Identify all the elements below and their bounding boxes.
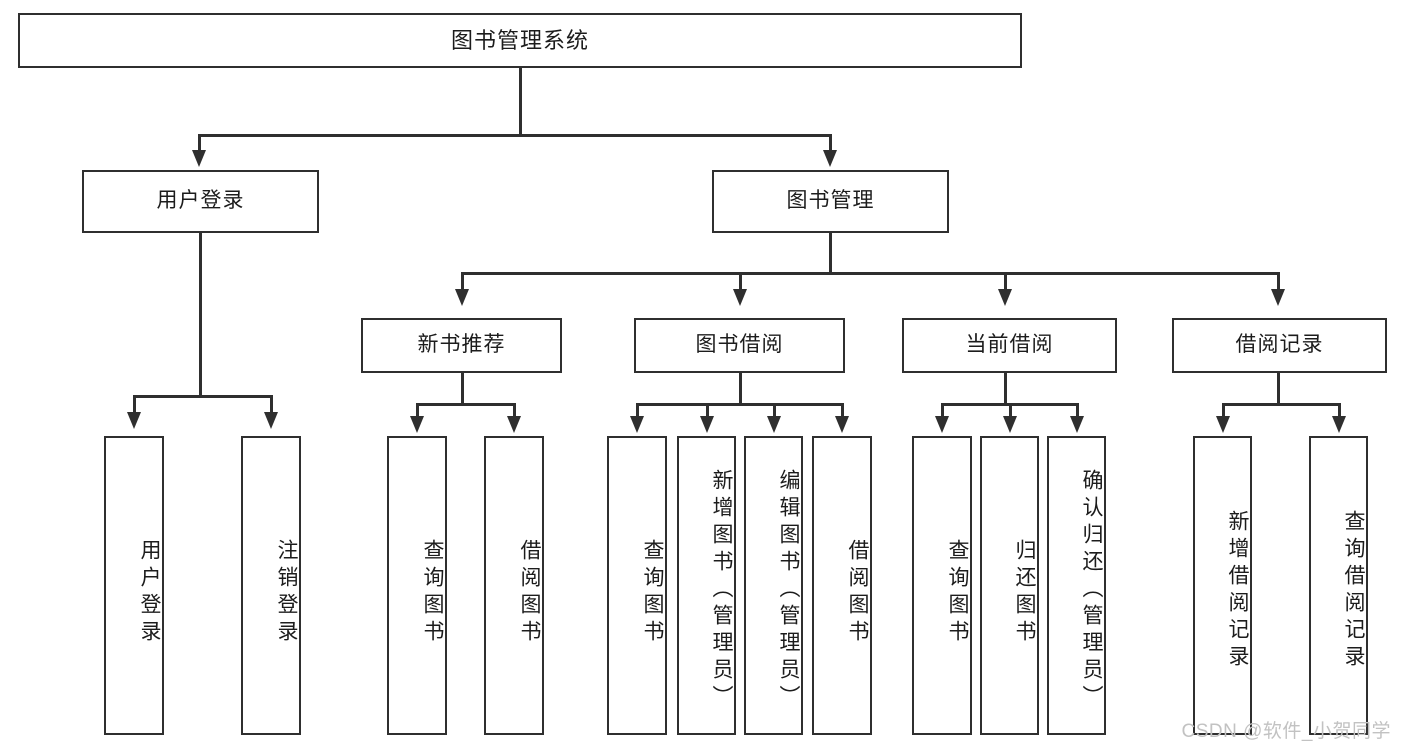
arrow-down-icon-borrow-record bbox=[1271, 289, 1285, 306]
connector-drop-leaf-confirm-return bbox=[1076, 403, 1079, 417]
connector-new-book-recommend-stem bbox=[461, 373, 464, 405]
node-new-book-recommend[interactable]: 新书推荐 bbox=[361, 318, 562, 373]
node-leaf-user-logout[interactable]: 注销登录 bbox=[241, 436, 301, 735]
node-leaf-borrow-book-2[interactable]: 借阅图书 bbox=[812, 436, 872, 735]
arrow-down-icon-leaf-add-record bbox=[1216, 416, 1230, 433]
node-book-borrow[interactable]: 图书借阅 bbox=[634, 318, 845, 373]
connector-drop-book-borrow bbox=[739, 272, 742, 290]
node-leaf-add-book[interactable]: 新增图书（管理员） bbox=[677, 436, 736, 735]
arrow-down-icon-leaf-add-book bbox=[700, 416, 714, 433]
arrow-down-icon-leaf-user-logout bbox=[264, 412, 278, 429]
connector-root-stem bbox=[519, 68, 522, 136]
connector-drop-user-login bbox=[198, 134, 201, 152]
connector-book-manage-bus bbox=[461, 272, 1280, 275]
node-leaf-edit-book[interactable]: 编辑图书（管理员） bbox=[744, 436, 803, 735]
arrow-down-icon-leaf-query-book-1 bbox=[410, 416, 424, 433]
arrow-down-icon-new-book-recommend bbox=[455, 289, 469, 306]
connector-user-login-bus bbox=[133, 395, 272, 398]
arrow-down-icon-current-borrow bbox=[998, 289, 1012, 306]
connector-book-manage-stem bbox=[829, 233, 832, 274]
connector-drop-leaf-borrow-book-2 bbox=[841, 403, 844, 417]
arrow-down-icon-user-login bbox=[192, 150, 206, 167]
node-leaf-query-book-2[interactable]: 查询图书 bbox=[607, 436, 667, 735]
connector-borrow-record-stem bbox=[1277, 373, 1280, 405]
connector-drop-leaf-user-logout bbox=[270, 395, 273, 413]
arrow-down-icon-leaf-borrow-book-2 bbox=[835, 416, 849, 433]
arrow-down-icon-leaf-borrow-book-1 bbox=[507, 416, 521, 433]
arrow-down-icon-book-borrow bbox=[733, 289, 747, 306]
connector-drop-leaf-return-book bbox=[1009, 403, 1012, 417]
connector-drop-new-book-recommend bbox=[461, 272, 464, 290]
node-leaf-add-record[interactable]: 新增借阅记录 bbox=[1193, 436, 1252, 735]
node-leaf-confirm-return[interactable]: 确认归还（管理员） bbox=[1047, 436, 1106, 735]
connector-drop-leaf-query-book-3 bbox=[941, 403, 944, 417]
arrow-down-icon-leaf-query-record bbox=[1332, 416, 1346, 433]
node-leaf-borrow-book-1[interactable]: 借阅图书 bbox=[484, 436, 544, 735]
node-borrow-record[interactable]: 借阅记录 bbox=[1172, 318, 1387, 373]
connector-drop-borrow-record bbox=[1277, 272, 1280, 290]
arrow-down-icon-leaf-query-book-2 bbox=[630, 416, 644, 433]
connector-drop-current-borrow bbox=[1004, 272, 1007, 290]
connector-current-borrow-stem bbox=[1004, 373, 1007, 405]
arrow-down-icon-leaf-edit-book bbox=[767, 416, 781, 433]
node-root-system[interactable]: 图书管理系统 bbox=[18, 13, 1022, 68]
connector-book-borrow-bus bbox=[636, 403, 843, 406]
node-current-borrow[interactable]: 当前借阅 bbox=[902, 318, 1117, 373]
connector-drop-leaf-add-book bbox=[706, 403, 709, 417]
connector-new-book-recommend-bus bbox=[416, 403, 515, 406]
arrow-down-icon-leaf-confirm-return bbox=[1070, 416, 1084, 433]
connector-root-bus bbox=[198, 134, 831, 137]
connector-borrow-record-bus bbox=[1222, 403, 1340, 406]
connector-drop-book-manage bbox=[829, 134, 832, 152]
connector-drop-leaf-query-record bbox=[1338, 403, 1341, 417]
arrow-down-icon-book-manage bbox=[823, 150, 837, 167]
node-leaf-user-login[interactable]: 用户登录 bbox=[104, 436, 164, 735]
connector-drop-leaf-query-book-2 bbox=[636, 403, 639, 417]
connector-drop-leaf-user-login bbox=[133, 395, 136, 413]
node-book-manage[interactable]: 图书管理 bbox=[712, 170, 949, 233]
connector-book-borrow-stem bbox=[739, 373, 742, 405]
node-leaf-query-book-3[interactable]: 查询图书 bbox=[912, 436, 972, 735]
node-user-login[interactable]: 用户登录 bbox=[82, 170, 319, 233]
connector-drop-leaf-borrow-book-1 bbox=[513, 403, 516, 417]
node-leaf-query-record[interactable]: 查询借阅记录 bbox=[1309, 436, 1368, 735]
arrow-down-icon-leaf-user-login bbox=[127, 412, 141, 429]
connector-user-login-stem bbox=[199, 233, 202, 397]
connector-drop-leaf-edit-book bbox=[773, 403, 776, 417]
watermark-text: CSDN @软件_小贺同学 bbox=[1181, 721, 1391, 742]
arrow-down-icon-leaf-query-book-3 bbox=[935, 416, 949, 433]
connector-drop-leaf-add-record bbox=[1222, 403, 1225, 417]
node-leaf-return-book[interactable]: 归还图书 bbox=[980, 436, 1039, 735]
arrow-down-icon-leaf-return-book bbox=[1003, 416, 1017, 433]
node-leaf-query-book-1[interactable]: 查询图书 bbox=[387, 436, 447, 735]
connector-drop-leaf-query-book-1 bbox=[416, 403, 419, 417]
